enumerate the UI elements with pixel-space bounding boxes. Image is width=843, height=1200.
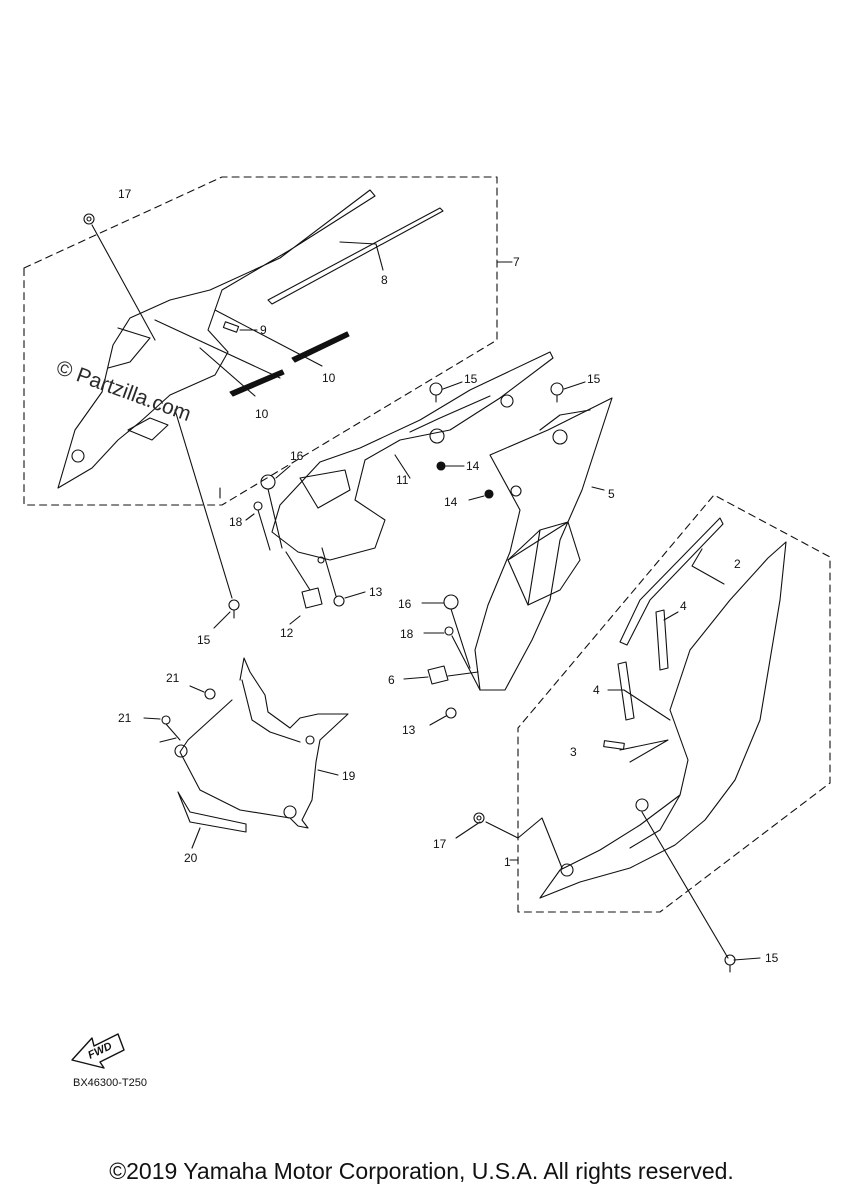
callout-21: 21	[118, 711, 132, 725]
callout-15: 15	[464, 372, 478, 386]
bolt-18-upper	[253, 501, 263, 511]
callout-3: 3	[570, 745, 577, 759]
callout-4: 4	[680, 599, 687, 613]
bolt-17-upper	[83, 213, 95, 225]
nut-13-upper	[333, 595, 345, 607]
cowling-1-grommet-right	[635, 798, 649, 812]
assembly-7-outline	[23, 176, 498, 506]
bolt-15-left	[228, 599, 240, 611]
bracket-19	[239, 657, 349, 829]
side-cowling-7-inner	[107, 327, 151, 369]
clip-6	[427, 665, 449, 685]
trim-strip-20	[177, 791, 247, 833]
screw-21-lower	[161, 715, 171, 725]
diagram-code: BX46300-T250	[73, 1077, 147, 1089]
side-cowling-7-cutout	[127, 417, 169, 441]
callout-18: 18	[400, 627, 414, 641]
callout-2: 2	[734, 557, 741, 571]
callout-21: 21	[166, 671, 180, 685]
screw-21-upper	[204, 688, 216, 700]
emblem-9	[222, 321, 240, 333]
callout-10: 10	[255, 407, 269, 421]
watermark: © Partzilla.com	[53, 356, 194, 426]
cowling-1-grommet-left	[560, 863, 574, 877]
callout-11: 11	[396, 473, 409, 487]
bolt-18-lower	[444, 626, 454, 636]
callout-14: 14	[466, 459, 480, 473]
callout-13: 13	[402, 723, 416, 737]
graphic-10-lower	[229, 369, 285, 397]
callout-15: 15	[765, 951, 779, 965]
side-cowling-7	[57, 189, 376, 489]
callout-1: 1	[504, 855, 511, 869]
assembly-1-outline	[517, 494, 831, 913]
callout-17: 17	[118, 187, 132, 201]
collar-16-lower	[443, 594, 459, 610]
graphic-8	[267, 207, 444, 305]
callout-19: 19	[342, 769, 356, 783]
nut-14-right	[484, 489, 494, 499]
bolt-17-lower	[473, 812, 485, 824]
callout-16: 16	[398, 597, 412, 611]
cover-11	[271, 351, 554, 561]
graphic-4-upper	[655, 609, 669, 671]
callout-16: 16	[290, 449, 304, 463]
clip-12	[301, 587, 323, 609]
callout-18: 18	[229, 515, 243, 529]
callout-15: 15	[197, 633, 211, 647]
copyright-notice: ©2019 Yamaha Motor Corporation, U.S.A. A…	[109, 1158, 734, 1184]
nut-14-left	[436, 461, 446, 471]
callout-6: 6	[388, 673, 395, 687]
graphic-4-lower	[617, 661, 635, 721]
callout-4: 4	[593, 683, 600, 697]
callout-5: 5	[608, 487, 615, 501]
nut-13-lower	[445, 707, 457, 719]
cowling-7-grommet	[71, 449, 85, 463]
screw-15-top-right	[550, 382, 564, 396]
callout-7: 7	[513, 255, 520, 269]
callout-14: 14	[444, 495, 458, 509]
emblem-3	[603, 740, 625, 750]
graphic-10-upper	[291, 331, 350, 363]
screw-15-top-left	[429, 382, 443, 396]
callout-labels: 1 2 3 4 4 5 6 7 8 9 10 10 11 12 13 13 14…	[118, 187, 779, 965]
callout-17: 17	[433, 837, 447, 851]
callout-15: 15	[587, 372, 601, 386]
collar-16-upper	[260, 474, 276, 490]
callout-20: 20	[184, 851, 198, 865]
panel-5	[474, 397, 613, 691]
callout-8: 8	[381, 273, 388, 287]
callout-12: 12	[280, 626, 294, 640]
callout-9: 9	[260, 323, 267, 337]
forward-arrow-icon: FWD	[71, 1033, 125, 1069]
callout-13: 13	[369, 585, 383, 599]
fwd-label: FWD	[86, 1040, 114, 1061]
graphic-2	[619, 517, 724, 646]
callout-10: 10	[322, 371, 336, 385]
